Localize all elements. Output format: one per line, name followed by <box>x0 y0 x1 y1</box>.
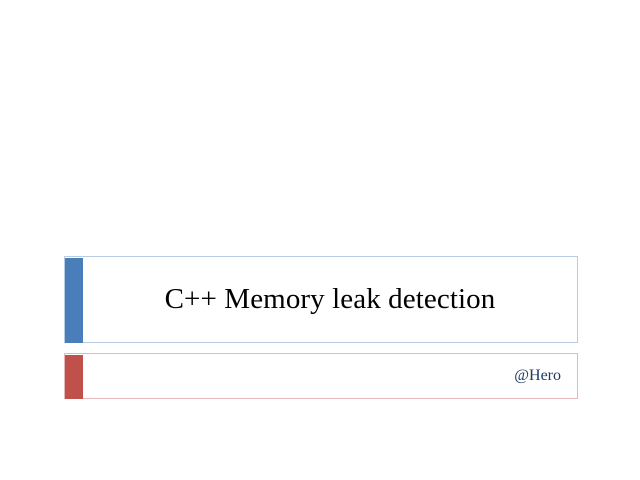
subtitle-accent-bar <box>65 355 83 399</box>
title-accent-bar <box>65 258 83 343</box>
page-title: C++ Memory leak detection <box>164 282 496 315</box>
title-placeholder[interactable]: C++ Memory leak detection <box>64 256 578 343</box>
subtitle-author: @Hero <box>514 367 561 384</box>
subtitle-placeholder[interactable]: @Hero <box>64 353 578 399</box>
